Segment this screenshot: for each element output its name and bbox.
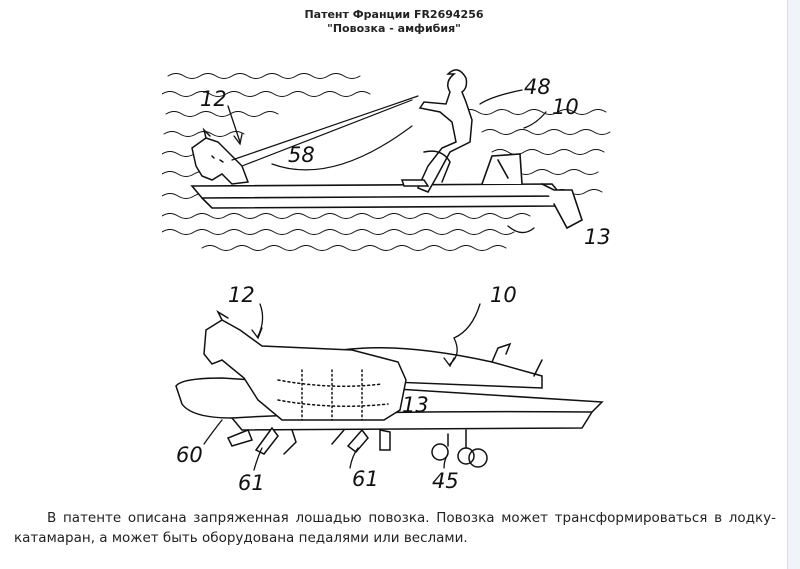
horse-figure-land: [203, 310, 407, 421]
leader-lines-land: [203, 303, 481, 471]
figure-top-labels: 12 48 10 58 13: [200, 75, 611, 249]
page-title: Патент Франции FR2694256 "Повозка - амфи…: [0, 8, 788, 36]
patent-drawing-land: 12 10 13 60 61 61 45: [175, 283, 604, 492]
label-harness-ref: 58: [288, 143, 315, 167]
label-wheels-ref: 45: [432, 469, 459, 492]
title-line-patent: Патент Франции FR2694256: [304, 8, 484, 21]
label-hull-ref-land: 13: [402, 393, 429, 417]
page-side-border: [787, 0, 800, 569]
label-vehicle-ref-land: 10: [490, 283, 517, 307]
label-float-ref: 60: [176, 443, 203, 467]
boat-hull: [190, 153, 583, 230]
title-line-name: "Повозка - амфибия": [327, 22, 461, 35]
reins: [231, 95, 419, 171]
rider-figure: [400, 69, 473, 193]
label-hull-ref: 13: [584, 225, 611, 249]
label-horse-ref: 12: [200, 87, 227, 111]
label-vehicle-ref: 10: [552, 95, 579, 119]
water-waves: [162, 73, 611, 251]
patent-figure-land: 12 10 13 60 61 61 45: [162, 280, 628, 492]
label-legs-ref-left: 61: [238, 471, 265, 492]
label-rider-ref: 48: [524, 75, 551, 99]
label-horse-ref-land: 12: [228, 283, 255, 307]
patent-figure-water: 12 48 10 58 13: [162, 56, 628, 262]
horse-legs: [226, 426, 391, 455]
leader-lines: [227, 89, 547, 234]
patent-drawing-water: 12 48 10 58 13: [162, 69, 611, 251]
wheels: [431, 429, 488, 468]
figure-bottom-labels: 12 10 13 60 61 61 45: [176, 283, 517, 492]
horse-figure: [191, 127, 250, 185]
patent-description: В патенте описана запряженная лошадью по…: [14, 510, 776, 546]
label-legs-ref-right: 61: [352, 467, 379, 491]
